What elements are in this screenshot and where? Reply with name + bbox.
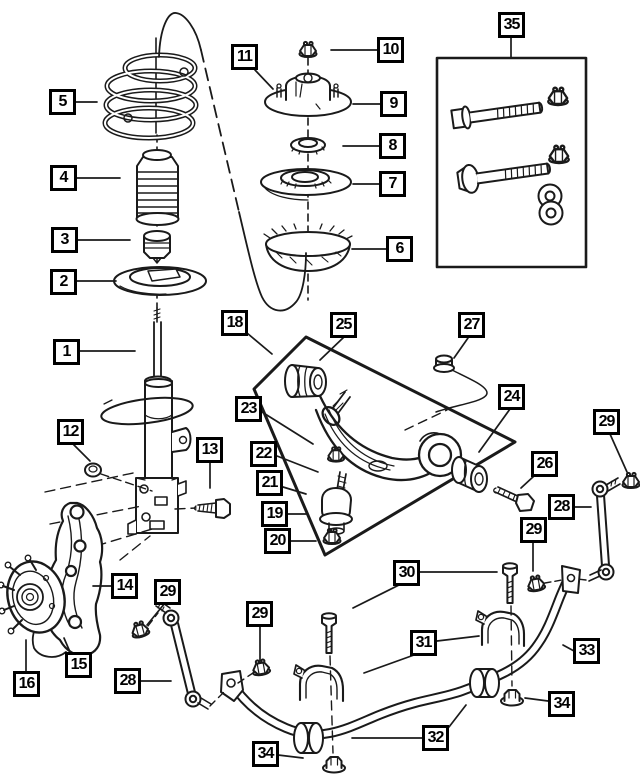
- bar-flange-nut-mid: [322, 756, 346, 774]
- callout-21[interactable]: 21: [256, 470, 283, 496]
- hardware-kit-box: [435, 56, 588, 269]
- hub-assembly: [0, 554, 66, 635]
- callout-1[interactable]: 1: [53, 339, 80, 365]
- bracket-bolt-left: [321, 612, 337, 754]
- callout-6[interactable]: 6: [386, 236, 413, 262]
- callout-2[interactable]: 2: [50, 269, 77, 295]
- strut-rod-nut: [298, 40, 318, 58]
- swoop-curve: [158, 12, 307, 312]
- callout-34-right[interactable]: 34: [548, 691, 575, 717]
- callout-34-left[interactable]: 34: [252, 741, 279, 767]
- callout-32[interactable]: 32: [422, 725, 449, 751]
- kit-link-plate: [537, 183, 564, 226]
- callout-19[interactable]: 19: [261, 501, 288, 527]
- callout-28-left[interactable]: 28: [114, 668, 141, 694]
- callout-16[interactable]: 16: [13, 671, 40, 697]
- callout-15[interactable]: 15: [65, 652, 92, 678]
- dust-boot: [135, 149, 180, 226]
- callout-26[interactable]: 26: [531, 451, 558, 477]
- callout-20[interactable]: 20: [264, 528, 291, 554]
- callout-22[interactable]: 22: [250, 441, 277, 467]
- callout-3[interactable]: 3: [51, 227, 78, 253]
- callout-33[interactable]: 33: [573, 638, 600, 664]
- spring-seat-bearing: [260, 168, 352, 201]
- bracket-bolt-right: [502, 562, 518, 687]
- callout-14[interactable]: 14: [111, 573, 138, 599]
- kit-bolt-lower: [456, 144, 570, 194]
- callout-35[interactable]: 35: [498, 12, 525, 38]
- callout-11[interactable]: 11: [231, 44, 258, 70]
- bar-bracket-left: [293, 664, 345, 703]
- callout-29-mid[interactable]: 29: [246, 601, 273, 627]
- callout-7[interactable]: 7: [379, 171, 406, 197]
- callout-27[interactable]: 27: [458, 312, 485, 338]
- callout-13[interactable]: 13: [196, 437, 223, 463]
- callout-4[interactable]: 4: [50, 165, 77, 191]
- link-nut-d: [621, 471, 640, 489]
- jounce-bumper: [143, 230, 171, 264]
- kit-bolt-upper: [450, 86, 569, 130]
- callout-8[interactable]: 8: [379, 133, 406, 159]
- control-arm: [314, 389, 463, 482]
- callout-5[interactable]: 5: [49, 89, 76, 115]
- callout-24[interactable]: 24: [498, 384, 525, 410]
- leader-lines: [25, 37, 628, 759]
- coil-spring: [102, 52, 199, 141]
- bar-flange-nut-right: [500, 689, 524, 707]
- callout-25[interactable]: 25: [330, 312, 357, 338]
- callout-10[interactable]: 10: [377, 37, 404, 63]
- arm-rear-bushing: [451, 456, 488, 493]
- bracket-bolt: [193, 498, 231, 519]
- callout-29-knuckle[interactable]: 29: [154, 579, 181, 605]
- callout-12[interactable]: 12: [57, 419, 84, 445]
- ball-joint: [319, 471, 353, 535]
- callout-9[interactable]: 9: [380, 91, 407, 117]
- bar-bracket-right: [475, 610, 526, 648]
- callout-31[interactable]: 31: [410, 630, 437, 656]
- ball-joint-nut: [322, 527, 342, 545]
- arm-stud-nut: [326, 446, 346, 463]
- link-nut-a: [128, 618, 152, 640]
- callout-18[interactable]: 18: [221, 310, 248, 336]
- strut-mount: [264, 72, 352, 117]
- mount-washer: [290, 137, 326, 155]
- stabilizer-link-right: [544, 477, 621, 584]
- arm-pivot-bushing: [284, 364, 327, 398]
- link-nut-b: [250, 657, 272, 678]
- callout-29-lower[interactable]: 29: [520, 517, 547, 543]
- callout-23[interactable]: 23: [235, 396, 262, 422]
- pivot-bolt: [493, 486, 535, 512]
- bar-bushing-right: [469, 668, 500, 698]
- link-nut-c: [525, 573, 547, 594]
- dust-shield: [263, 223, 353, 272]
- grommet: [404, 354, 488, 431]
- strut: [100, 307, 194, 535]
- bar-bushing-left: [293, 722, 324, 754]
- control-arm-panel: [252, 335, 517, 557]
- spring-seat-lower: [113, 266, 207, 296]
- strut-washer: [84, 462, 153, 492]
- stabilizer-bar: [220, 565, 581, 740]
- callout-28-right[interactable]: 28: [548, 494, 575, 520]
- callout-29-upper[interactable]: 29: [593, 409, 620, 435]
- callout-30[interactable]: 30: [393, 560, 420, 586]
